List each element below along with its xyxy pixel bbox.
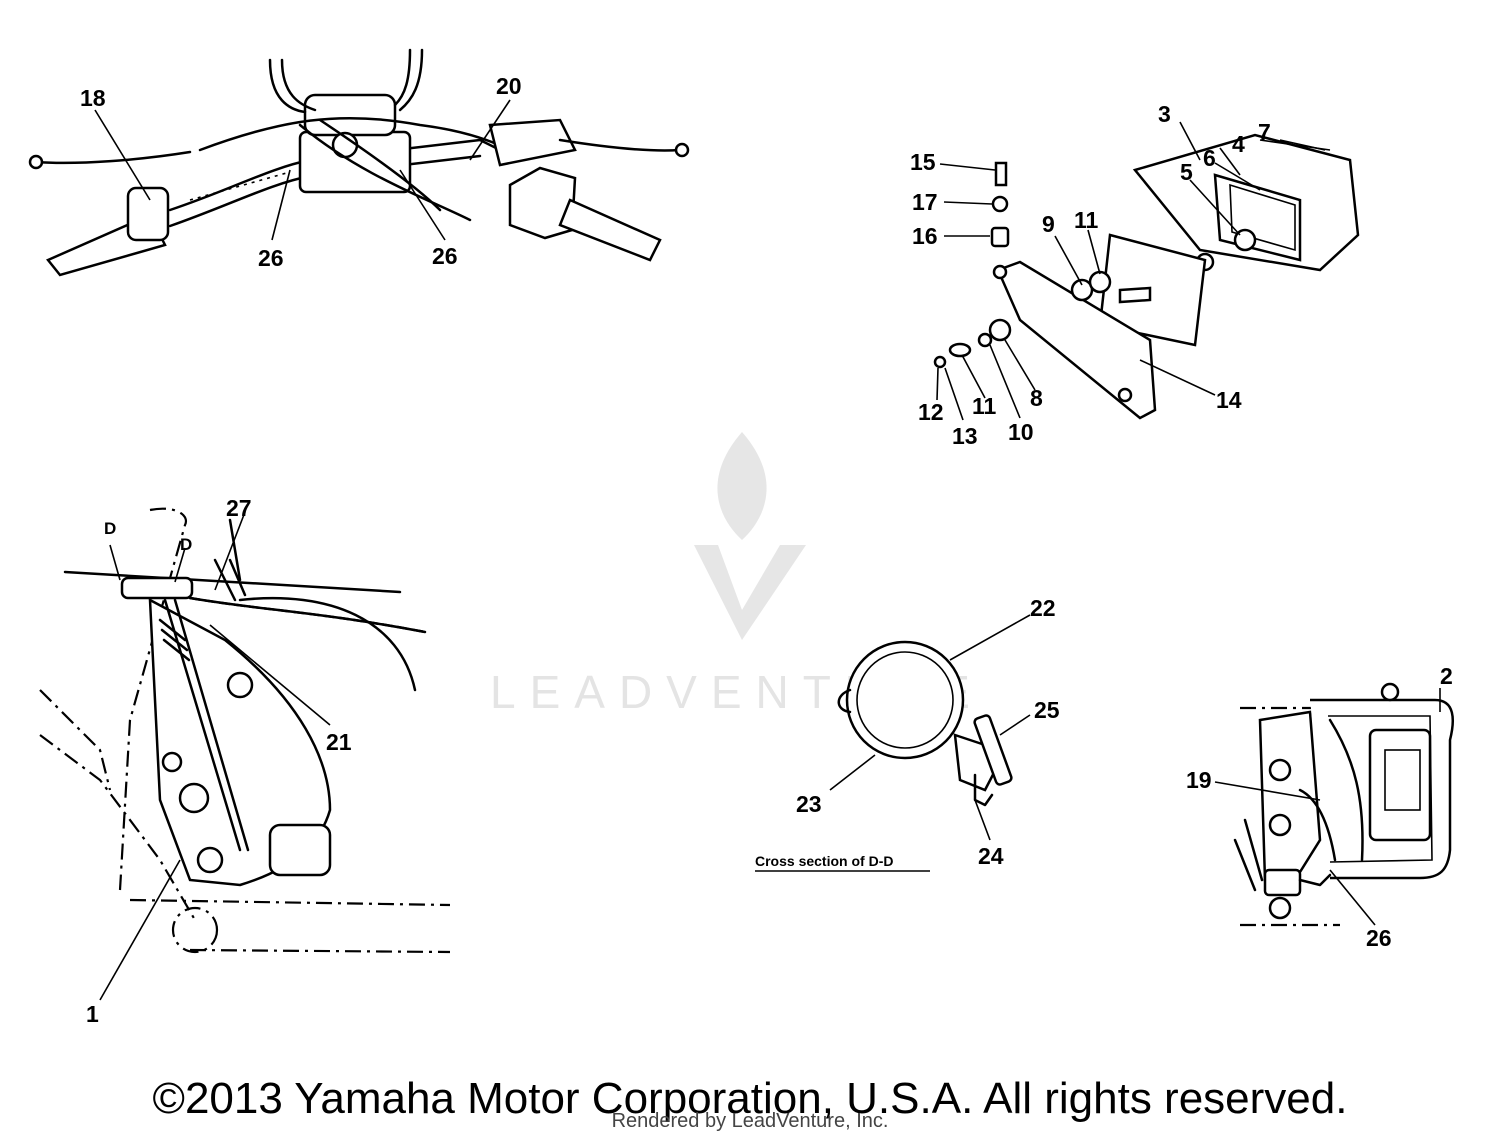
- rear-guard-assembly: [1214, 682, 1454, 927]
- callout-1: 1: [86, 1001, 99, 1027]
- callout-18: 18: [80, 85, 106, 111]
- callout-11: 11: [972, 393, 997, 419]
- callout-8: 8: [1030, 385, 1043, 411]
- copyright-notice: ©2013 Yamaha Motor Corporation, U.S.A. A…: [152, 1074, 1348, 1123]
- callout-26: 26: [258, 245, 284, 271]
- callout-13: 13: [952, 423, 978, 449]
- callout-16: 16: [912, 223, 938, 249]
- callout-10: 10: [1008, 419, 1034, 445]
- callout-27: 27: [226, 495, 252, 521]
- callout-D: D: [104, 519, 116, 538]
- callout-12: 12: [918, 399, 944, 425]
- callout-11: 11: [1074, 207, 1099, 233]
- callout-6: 6: [1203, 145, 1216, 171]
- callout-15: 15: [910, 149, 936, 175]
- callout-14: 14: [1216, 387, 1242, 413]
- callout-26: 26: [1366, 925, 1392, 951]
- callout-21: 21: [326, 729, 352, 755]
- cross-section-d-d: [755, 614, 1031, 872]
- callout-19: 19: [1186, 767, 1212, 793]
- callout-25: 25: [1034, 697, 1060, 723]
- callout-22: 22: [1030, 595, 1056, 621]
- callout-26: 26: [432, 243, 458, 269]
- callout-20: 20: [496, 73, 522, 99]
- callout-2: 2: [1440, 663, 1453, 689]
- callout-5: 5: [1180, 159, 1193, 185]
- handlebar-assembly: [28, 48, 690, 277]
- callout-3: 3: [1158, 101, 1171, 127]
- callout-9: 9: [1042, 211, 1055, 237]
- callout-23: 23: [796, 791, 822, 817]
- callout-7: 7: [1258, 119, 1271, 145]
- callout-24: 24: [978, 843, 1004, 869]
- callout-17: 17: [912, 189, 938, 215]
- callout-4: 4: [1232, 131, 1245, 157]
- rendered-by-notice: Rendered by LeadVenture, Inc.: [611, 1110, 889, 1132]
- cross-section-label: Cross section of D-D: [755, 853, 893, 869]
- callout-D: D: [180, 535, 192, 554]
- frame-cable-routing: [39, 507, 451, 1001]
- tail-light-assembly: [933, 121, 1360, 421]
